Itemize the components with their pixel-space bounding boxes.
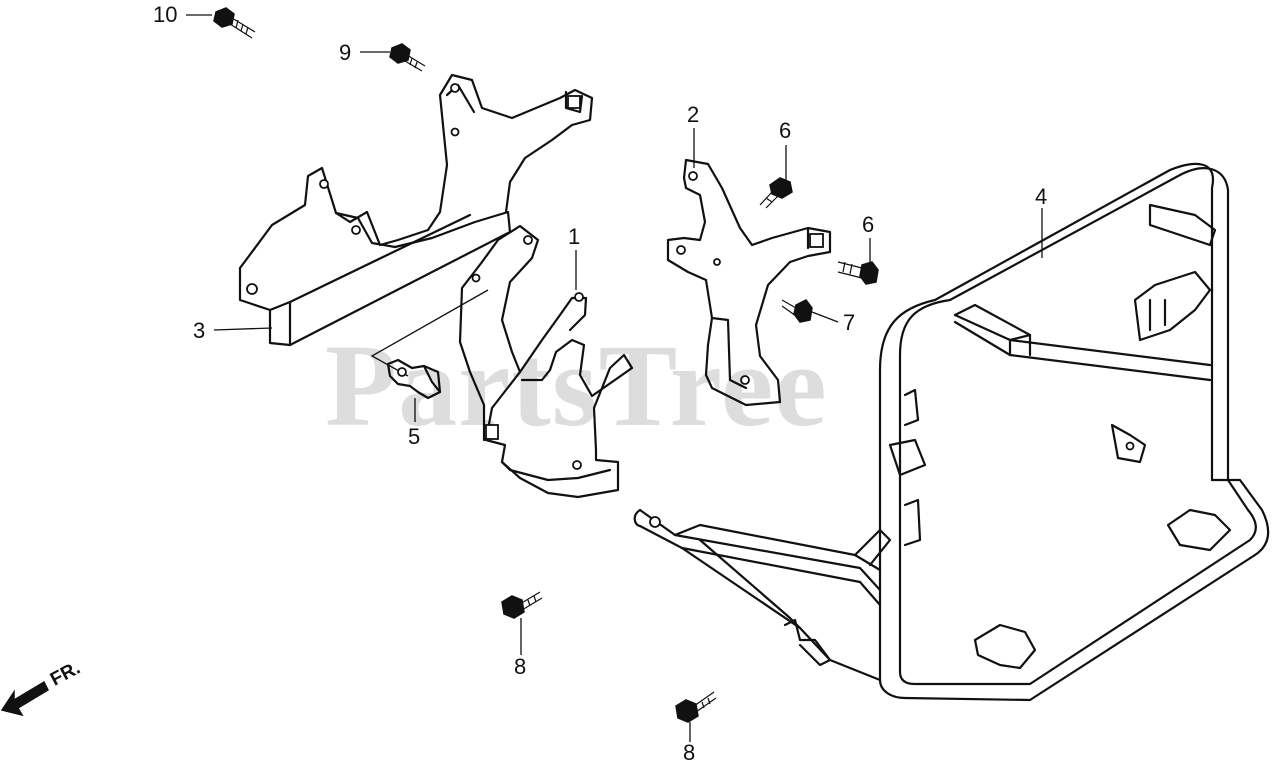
- part-8-bolt-left: [501, 591, 543, 619]
- assembly-guide-lines: [370, 289, 489, 377]
- callout-2[interactable]: 2: [687, 102, 700, 127]
- callout-10[interactable]: 10: [153, 2, 178, 27]
- callout-9[interactable]: 9: [339, 40, 352, 65]
- callout-4[interactable]: 4: [1035, 184, 1048, 209]
- part-4-frame: [633, 162, 1270, 702]
- part-2-bracket: [666, 158, 832, 407]
- part-1-bracket: [458, 224, 634, 499]
- part-7-bolt: [781, 299, 813, 323]
- callout-6-lower[interactable]: 6: [862, 212, 875, 237]
- part-8-bolt-right: [675, 691, 717, 723]
- callout-8-left[interactable]: 8: [514, 654, 527, 679]
- callout-1[interactable]: 1: [568, 224, 581, 249]
- callout-5[interactable]: 5: [408, 424, 421, 449]
- callout-8-right[interactable]: 8: [683, 740, 696, 765]
- part-3-cover-bracket: [238, 73, 594, 347]
- part-6-bolt-upper: [759, 177, 793, 209]
- leader-lines: [186, 14, 1043, 742]
- front-direction-arrow-icon: [0, 680, 49, 717]
- callout-3[interactable]: 3: [193, 318, 206, 343]
- part-10-bolt: [213, 7, 256, 39]
- part-5-clip: [386, 358, 442, 400]
- callout-7[interactable]: 7: [843, 310, 856, 335]
- part-6-bolt-lower: [837, 261, 879, 285]
- callout-6-upper[interactable]: 6: [779, 118, 792, 143]
- part-9-bolt: [389, 43, 426, 72]
